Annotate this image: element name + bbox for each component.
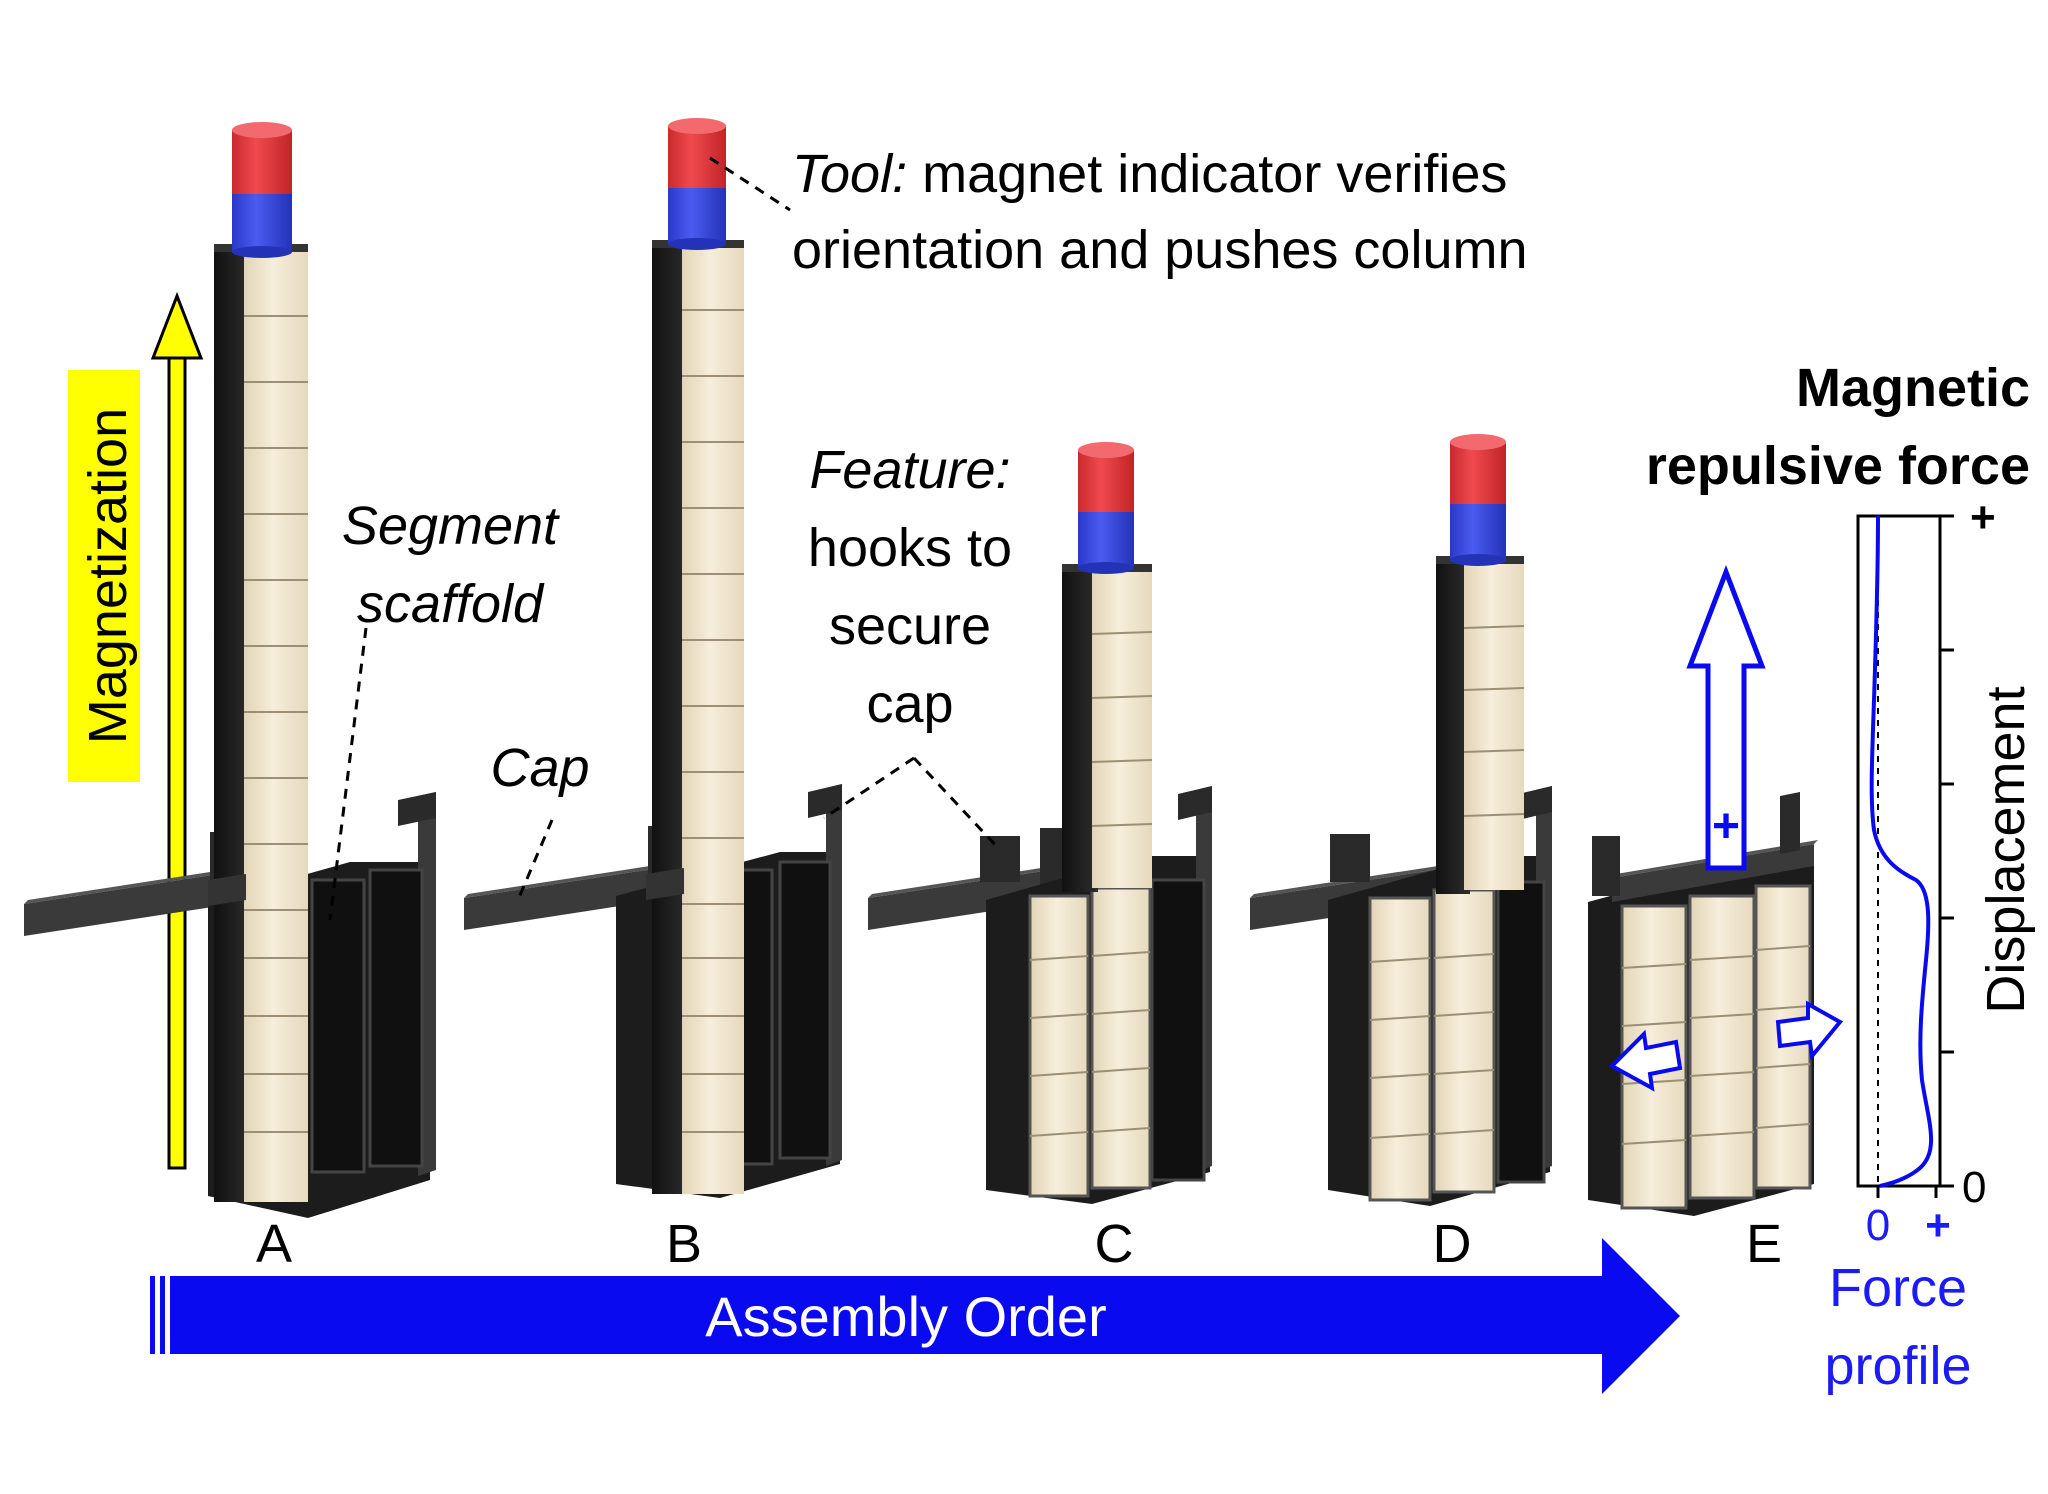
x-axis-left-label: 0 [1866, 1201, 1890, 1250]
stage-label-a: A [256, 1214, 292, 1274]
repulsion-up-arrow: + [1686, 565, 1766, 871]
segment-scaffold-label-line1: Segment [342, 496, 560, 556]
stage-c-magnet-tool [1078, 442, 1134, 574]
stage-label-c: C [1095, 1214, 1134, 1274]
stage-b-assembly [464, 118, 842, 1198]
force-profile-label-line2: profile [1824, 1336, 1971, 1396]
magnetization-indicator: Magnetization [68, 291, 204, 1170]
leader-lines [328, 156, 1002, 921]
magnetization-label-bg [68, 370, 140, 782]
stage-b-magnet-tool [668, 118, 726, 250]
magnetization-arrow-shaft [167, 354, 187, 1170]
assembly-order-label: Assembly Order [705, 1285, 1106, 1348]
segment-scaffold-label-line2: scaffold [357, 574, 545, 634]
y-axis-ticks [1940, 514, 1954, 1188]
stage-d-assembly [1250, 434, 1552, 1206]
repulsion-plus-sign: + [1712, 800, 1740, 853]
cap-label: Cap [490, 738, 589, 798]
segment-scaffold-leader [328, 627, 368, 921]
feature-label-line2: hooks to [808, 518, 1012, 578]
stage-e-assembly: + [1588, 565, 1844, 1216]
stage-label-d: D [1433, 1214, 1472, 1274]
stage-label-b: B [666, 1214, 702, 1274]
x-axis-right-label: + [1925, 1201, 1951, 1250]
magnetization-label: Magnetization [78, 408, 138, 744]
tool-label-rest: magnet indicator verifies [907, 144, 1507, 204]
feature-label-line1: Feature: [809, 440, 1010, 500]
force-profile-plot: + 0 Displacement 0 + Force profile [1824, 493, 2036, 1396]
stage-a-assembly [24, 122, 436, 1218]
stage-c-assembly [868, 442, 1212, 1204]
magnetic-force-title-line1: Magnetic [1796, 358, 2030, 418]
force-profile-label-line1: Force [1829, 1258, 1967, 1318]
stage-d-magnet-tool [1450, 434, 1506, 566]
magnetization-arrow-head [150, 291, 204, 360]
cap-leader [516, 819, 554, 901]
x-axis-ticks [1876, 1186, 1938, 1198]
tool-label-prefix: Tool: [792, 144, 907, 204]
feature-label-line3: secure [829, 596, 991, 656]
feature-leader-b [823, 756, 915, 820]
tool-label-line2: orientation and pushes column [792, 220, 1528, 280]
feature-label-line4: cap [866, 674, 953, 734]
magnetic-force-title-line2: repulsive force [1646, 436, 2030, 496]
stage-a-magnet-tool [232, 122, 292, 258]
stage-label-e: E [1746, 1214, 1782, 1274]
assembly-order-arrow: Assembly Order [150, 1238, 1680, 1394]
y-axis-top-label: + [1970, 493, 1996, 542]
right-expansion-arrow [1775, 1000, 1844, 1061]
tool-leader [709, 156, 791, 212]
tool-label-line1: Tool: magnet indicator verifies [792, 144, 1507, 204]
feature-leader-c [912, 756, 1002, 852]
plot-frame [1856, 514, 1942, 1188]
left-expansion-arrow [1608, 1029, 1683, 1092]
force-profile-curve [1869, 515, 1934, 1188]
displacement-axis-label: Displacement [1976, 686, 2036, 1013]
y-axis-bottom-label: 0 [1962, 1163, 1986, 1212]
